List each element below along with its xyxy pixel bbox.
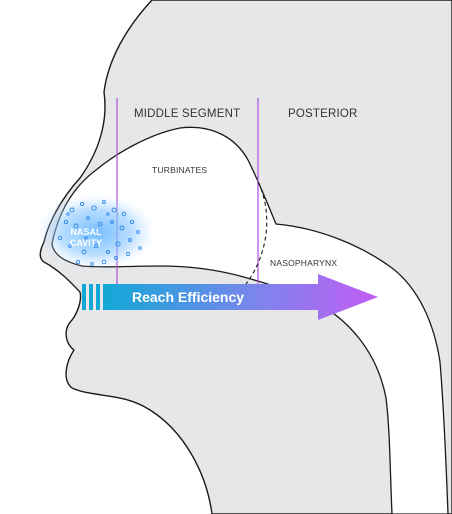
nasopharynx-label: NASOPHARYNX: [270, 258, 337, 268]
posterior-label: POSTERIOR: [288, 108, 358, 120]
cavity-label: CAVITY: [70, 238, 102, 248]
reach-efficiency-arrow: [82, 274, 378, 320]
spray-droplets: [57, 200, 142, 266]
reach-efficiency-label: Reach Efficiency: [132, 289, 244, 305]
turbinates-label: TURBINATES: [152, 165, 207, 175]
middle-segment-label: MIDDLE SEGMENT: [134, 108, 240, 120]
dashed-boundary: [245, 181, 268, 285]
nasal-label: NASAL: [71, 227, 103, 237]
